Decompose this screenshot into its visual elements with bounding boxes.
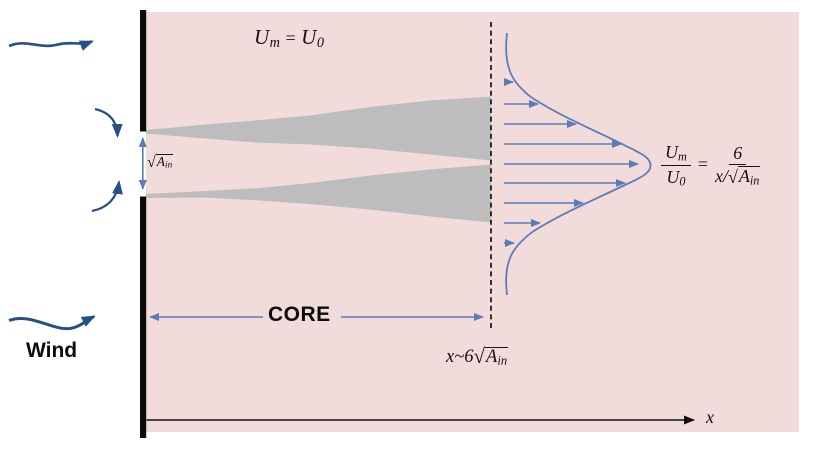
wind-label: Wind: [26, 339, 78, 362]
inlet-size-label: √Ain: [147, 153, 174, 171]
numerator-six: 6: [733, 142, 743, 163]
u0-base: U: [666, 166, 680, 187]
ain-base: A: [738, 166, 750, 187]
ain-base: A: [486, 347, 498, 367]
um-base: U: [254, 25, 270, 49]
ain-base: A: [156, 154, 166, 169]
interior-region: [146, 12, 799, 432]
equals-sign: =: [280, 28, 302, 48]
um-subscript: m: [678, 149, 687, 164]
wall-upper-segment: [140, 10, 147, 132]
radical-sign: √: [473, 344, 486, 368]
velocity-profile-curve: [505, 32, 652, 296]
formula-rhs-fraction: 6 x/√Ain: [715, 142, 761, 188]
upper-shear-wedge: [146, 96, 491, 161]
ain-subscript: in: [497, 353, 508, 368]
um-subscript: m: [269, 35, 281, 52]
wind-wavy-arrow-top: [8, 40, 94, 51]
u0-subscript: 0: [316, 35, 325, 52]
wall-lower-segment: [140, 196, 147, 438]
u0-base: U: [301, 25, 317, 49]
equals-sign: =: [697, 153, 708, 174]
core-length-label: x~6√Ain: [446, 343, 509, 368]
radical-sign: √: [728, 167, 738, 188]
velocity-profile: [504, 32, 652, 296]
inlet-suction-arrow-bottom: [91, 180, 123, 213]
formula-lhs-fraction: Um U0: [661, 142, 691, 188]
u0-subscript: 0: [679, 174, 686, 189]
shear-layer-wedges: [146, 96, 491, 223]
um-equals-u0-label: Um = U0: [254, 25, 324, 52]
inlet-suction-arrow-top: [94, 107, 123, 138]
core-label: CORE: [268, 303, 331, 326]
x-over: x/: [715, 166, 728, 187]
x-scale-prefix: x~6: [446, 347, 474, 367]
x-axis-label: x: [706, 407, 714, 427]
lower-shear-wedge: [146, 164, 491, 223]
ain-subscript: in: [749, 173, 760, 188]
velocity-arrows: [504, 78, 639, 247]
decay-formula: Um U0 = 6 x/√Ain: [661, 142, 761, 188]
radical-sign: √: [147, 154, 156, 171]
wall: [140, 10, 147, 438]
um-base: U: [665, 142, 678, 162]
ain-subscript: in: [165, 159, 173, 170]
wind-arrows: [8, 40, 123, 331]
wind-wavy-arrow-bottom: [8, 315, 96, 331]
